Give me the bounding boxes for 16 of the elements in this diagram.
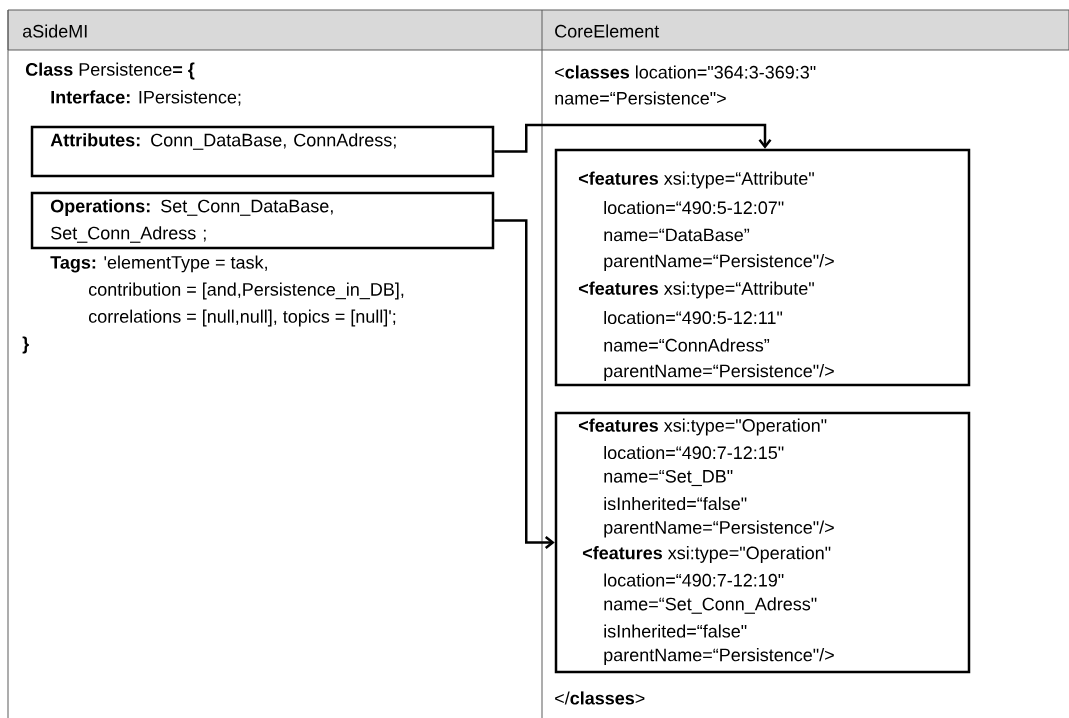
- code-line: }: [22, 336, 29, 354]
- arrow: [494, 219, 555, 549]
- column-header: CoreElement: [555, 24, 660, 38]
- column-header: aSideMI: [23, 24, 87, 38]
- code-line: </classes>: [555, 691, 645, 705]
- code-box: <features xsi:type="Operation" location=“490:7-12:15" name=“Set_DB" isInherited=“false" parentName=“Persistence"/> <features xsi:type="Operation" location=“490:7-12:19" name=“Set_Conn_Adress" isInherited=“false" parentName=“Persistence"/>: [554, 411, 971, 674]
- code-box: Operations: Set_Conn_DataBase, Set_Conn_Adress ;: [30, 191, 495, 250]
- code-line: contribution = [and,Persistence_in_DB],: [89, 282, 404, 300]
- code-line: Interface: IPersistence;: [51, 90, 241, 106]
- code-line: name=“Persistence">: [555, 91, 726, 105]
- code-line: <classes location="364:3-369:3": [555, 65, 816, 79]
- code-line: Class Persistence= {: [25, 62, 195, 80]
- code-box: <features xsi:type=“Attribute" location=“490:5-12:07" name=“DataBase” parentName=“Persistence"/> <features xsi:type=“Attribute" location=“490:5-12:11" name=“ConnAdress” parentName=“Persistence"/>: [554, 148, 971, 387]
- code-line: correlations = [null,null], topics = [null]';: [89, 309, 396, 327]
- code-box: Attributes: Conn_DataBase, ConnAdress;: [30, 125, 495, 178]
- arrow: [494, 123, 772, 153]
